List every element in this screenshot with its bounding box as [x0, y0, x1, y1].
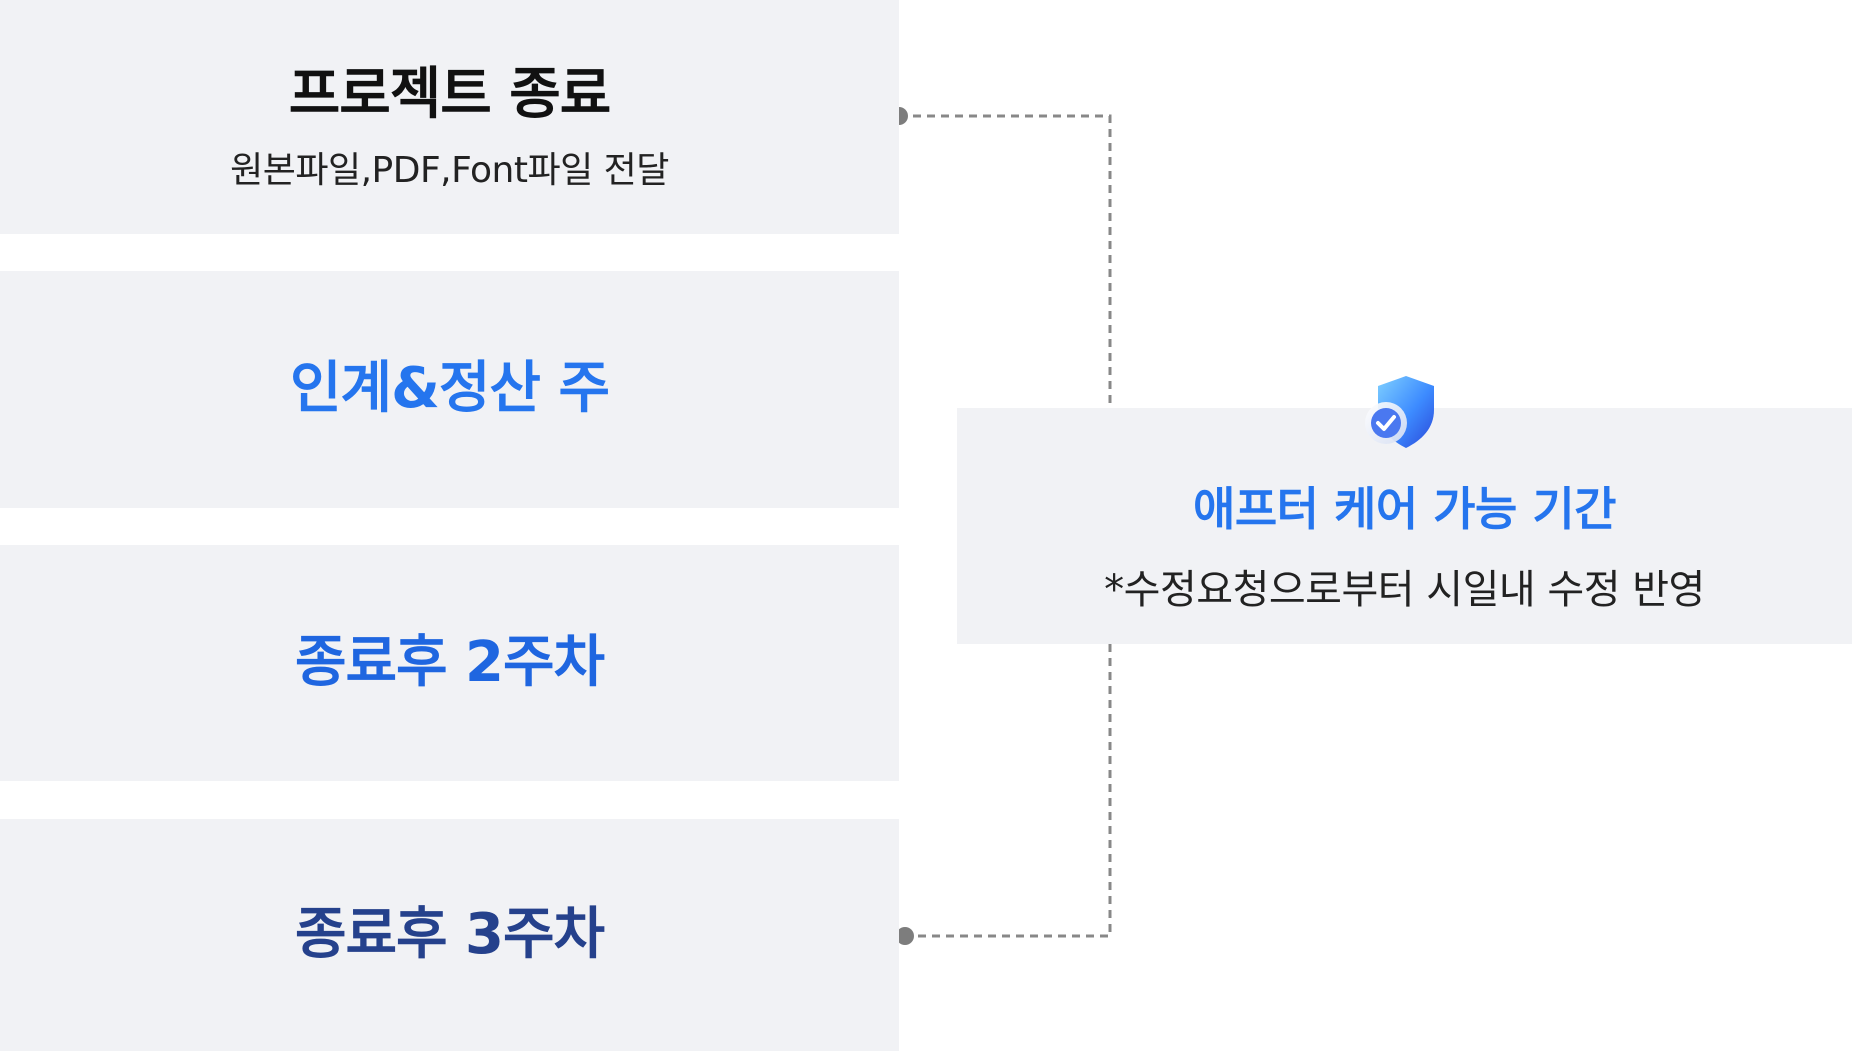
- connector-lower: [905, 644, 1112, 938]
- shield-check-icon: [1365, 376, 1434, 448]
- step-project-end: 프로젝트 종료 원본파일,PDF,Font파일 전달: [0, 0, 899, 234]
- step-week-3: 종료후 3주차: [0, 819, 899, 1051]
- step-title: 인계&정산 주: [290, 356, 610, 422]
- step-subtitle: 원본파일,PDF,Font파일 전달: [230, 150, 669, 192]
- step-title: 종료후 2주차: [294, 629, 605, 695]
- step-title: 프로젝트 종료: [288, 61, 612, 127]
- after-care-callout: [957, 408, 1852, 644]
- callout-title: 애프터 케어 가능 기간: [1193, 482, 1616, 536]
- step-week-2: 종료후 2주차: [0, 545, 899, 781]
- connector-upper: [899, 114, 1112, 408]
- callout-subtitle: *수정요청으로부터 시일내 수정 반영: [1104, 567, 1705, 613]
- step-handover-settlement: 인계&정산 주: [0, 271, 899, 508]
- step-title: 종료후 3주차: [294, 901, 605, 967]
